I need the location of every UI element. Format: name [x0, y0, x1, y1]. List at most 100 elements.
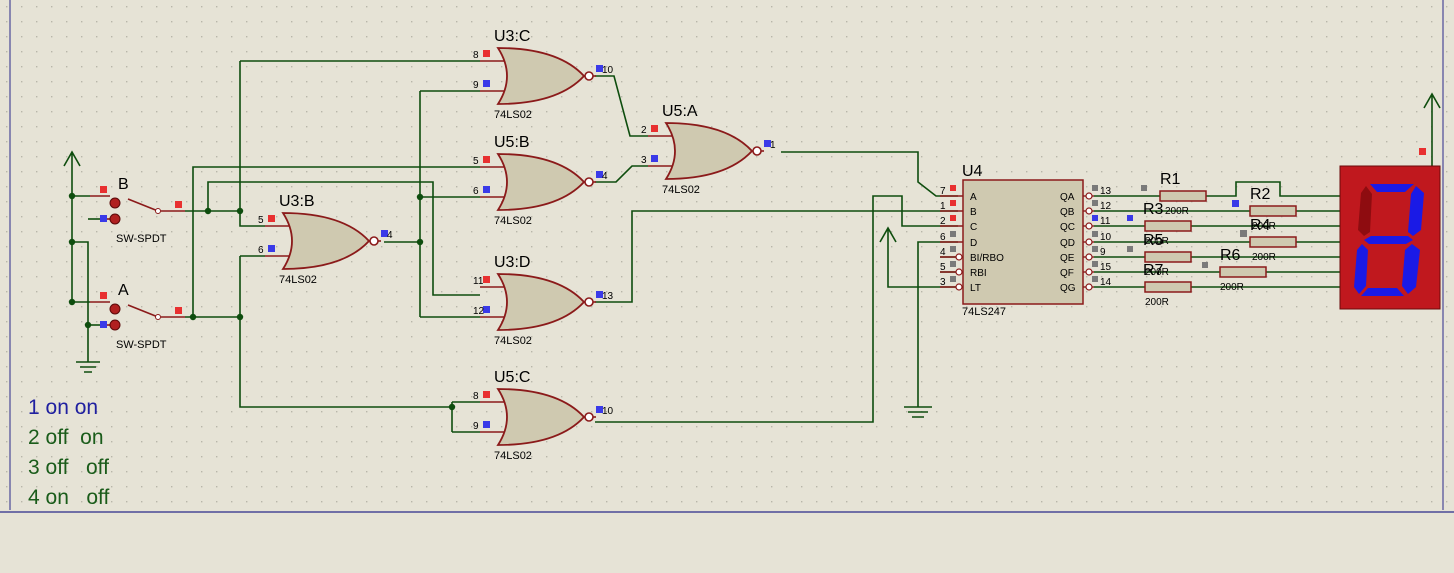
note-line-1: 1 on on [28, 396, 98, 419]
resistors: R1200RR2200RR3200RR4200RR5200RR6200RR720… [1127, 171, 1297, 308]
decoder-input-pin: 6 [940, 232, 946, 243]
decoder-output-pin: 9 [1100, 247, 1106, 258]
resistor-name: R3 [1143, 201, 1164, 218]
gate-pin-number: 4 [602, 171, 608, 182]
decoder-output-pin: 14 [1100, 277, 1112, 288]
gate-type: 74LS02 [494, 450, 532, 462]
resistor-value: 200R [1220, 282, 1244, 293]
segment-a [1370, 184, 1414, 192]
gate-pin-number: 6 [473, 186, 479, 197]
decoder-name: U4 [962, 163, 983, 180]
gate-type: 74LS02 [279, 274, 317, 286]
sheet-grid [0, 0, 1454, 510]
gate-pin-number: 1 [770, 140, 776, 151]
resistor-name: R1 [1160, 171, 1181, 188]
gate-type: 74LS02 [494, 335, 532, 347]
gate-pin-number: 4 [387, 230, 393, 241]
segment-e [1354, 244, 1368, 294]
gate-type: 74LS02 [494, 109, 532, 121]
switch-b[interactable]: B SW-SPDT [90, 176, 185, 245]
switch-b-type: SW-SPDT [116, 233, 167, 245]
decoder-input-pin: 2 [940, 216, 946, 227]
resistor-value: 200R [1165, 206, 1189, 217]
gate-pin-number: 10 [602, 65, 614, 76]
gate-name: U3:C [494, 28, 530, 45]
gate-name: U3:B [279, 193, 315, 210]
switch-b-label: B [118, 176, 129, 193]
ground-decoder [904, 406, 932, 418]
display-segments [1354, 184, 1424, 296]
decoder-input-label: BI/RBO [970, 253, 1004, 264]
segment-g [1364, 236, 1413, 244]
resistor-value: 200R [1252, 252, 1276, 263]
resistor-name: R5 [1143, 232, 1164, 249]
decoder-output-label: QE [1060, 253, 1075, 264]
gate-pin-number: 8 [473, 50, 479, 61]
gate-pin-number: 13 [602, 291, 614, 302]
decoder-input-pin: 4 [940, 247, 946, 258]
decoder-input-label: C [970, 222, 977, 233]
decoder-output-pin: 13 [1100, 186, 1112, 197]
decoder-output-label: QD [1060, 238, 1075, 249]
resistor-r1[interactable]: R1 200R [1159, 171, 1207, 217]
decoder-input-label: B [970, 207, 977, 218]
switch-a-label: A [118, 282, 129, 299]
decoder-input-label: A [970, 192, 977, 203]
power-terminal-display [1423, 92, 1441, 110]
decoder-input-label: LT [970, 283, 981, 294]
pin-marker-display-anode [1419, 148, 1426, 155]
resistor-name: R4 [1250, 217, 1271, 234]
decoder-output-label: QG [1060, 283, 1076, 294]
decoder-input-pin: 7 [940, 186, 946, 197]
gate-type: 74LS02 [494, 215, 532, 227]
decoder-u4[interactable]: U4 74LS247 A7B1C2D6BI/RBO4RBI5LT3QA13QB1… [940, 163, 1112, 318]
resistor-value: 200R [1145, 236, 1169, 247]
decoder-output-label: QB [1060, 207, 1075, 218]
switch-a-type: SW-SPDT [116, 339, 167, 351]
resistor-r4[interactable]: R4 200R [1249, 217, 1297, 263]
decoder-input-pin: 3 [940, 277, 946, 288]
decoder-input-pin: 5 [940, 262, 946, 273]
gate-u3-b[interactable]: 5 6 4 U3:B 74LS02 [258, 193, 393, 286]
segment-f [1358, 186, 1372, 236]
decoder-output-pin: 11 [1100, 216, 1111, 227]
resistor-name: R7 [1143, 262, 1164, 279]
truth-notes: 1 on on 2 off on 3 off off 4 on off [28, 396, 110, 509]
gate-pin-number: 6 [258, 245, 264, 256]
gate-pin-number: 5 [473, 156, 479, 167]
switch-a[interactable]: A SW-SPDT [90, 282, 185, 351]
resistor-name: R2 [1250, 186, 1271, 203]
decoder-output-pin: 15 [1100, 262, 1112, 273]
gate-pin-number: 11 [473, 276, 484, 287]
segment-b [1408, 186, 1424, 236]
decoder-output-label: QC [1060, 222, 1075, 233]
gate-pin-number: 5 [258, 215, 264, 226]
wire-junctions [68, 192, 456, 411]
decoder-output-pin: 10 [1100, 232, 1112, 243]
gate-name: U3:D [494, 254, 530, 271]
gate-pin-number: 3 [641, 155, 647, 166]
resistor-value: 200R [1145, 297, 1169, 308]
resistor-r6[interactable]: R6 200R [1219, 247, 1267, 293]
decoder-type: 74LS247 [962, 306, 1006, 318]
gate-pin-number: 10 [602, 406, 614, 417]
segment-d [1361, 288, 1404, 296]
gate-type: 74LS02 [662, 184, 700, 196]
gate-pin-number: 8 [473, 391, 479, 402]
decoder-output-label: QA [1060, 192, 1075, 203]
ground-switches [76, 345, 100, 373]
gate-pin-number: 12 [473, 306, 485, 317]
decoder-pins: A7B1C2D6BI/RBO4RBI5LT3QA13QB12QC11QD10QE… [940, 185, 1112, 294]
resistor-name: R6 [1220, 247, 1241, 264]
resistor-value: 200R [1145, 267, 1169, 278]
gate-u3-d[interactable]: 11 12 13 U3:D 74LS02 [473, 254, 614, 347]
